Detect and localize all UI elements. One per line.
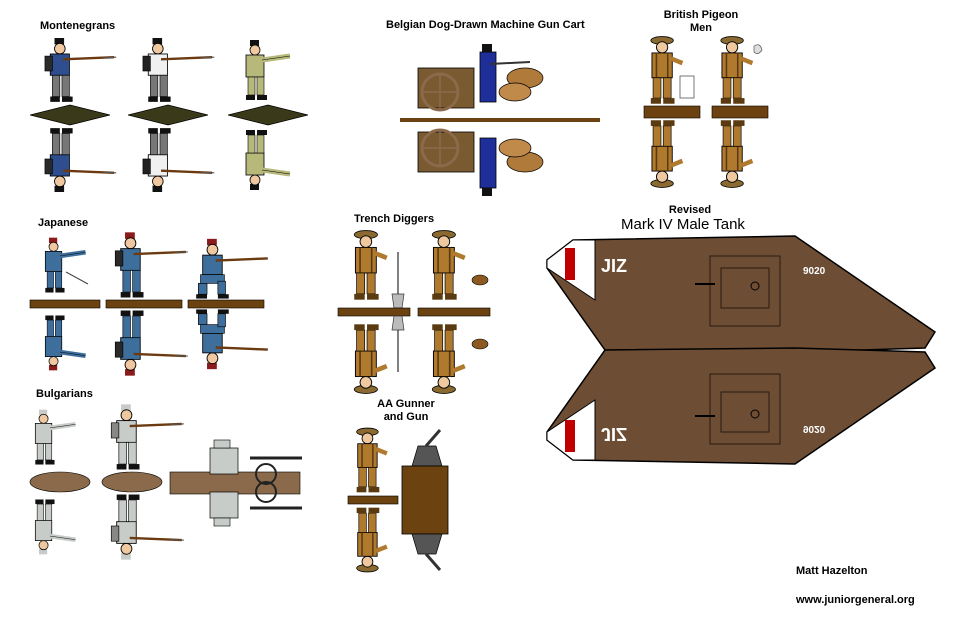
machine-gun-cart-icon <box>169 439 302 527</box>
soldier-figure-icon <box>187 237 270 371</box>
montenegrans-group <box>30 38 308 192</box>
label-author: Matt Hazelton <box>796 565 868 577</box>
label-montenegrans: Montenegrans <box>40 20 116 32</box>
label-japanese: Japanese <box>38 217 89 229</box>
soldier-figure-icon <box>643 37 701 188</box>
label-aa-line1: AA Gunner <box>377 398 435 410</box>
soldier-figure-icon <box>711 37 769 188</box>
label-website: www.juniorgeneral.org <box>796 594 915 606</box>
label-pigeon-line1: British Pigeon <box>663 9 739 21</box>
anti-aircraft-gun-icon <box>401 429 449 571</box>
soldier-figure-icon <box>337 231 411 394</box>
tank-serial-top: 9020 <box>803 266 826 277</box>
label-aa-gunner: AA Gunner and Gun <box>368 398 444 424</box>
bulgarians-group <box>29 403 302 561</box>
label-aa-line2: and Gun <box>383 411 429 423</box>
label-revised: Revised <box>668 204 712 216</box>
label-bulgarians: Bulgarians <box>36 388 93 400</box>
soldier-figure-icon <box>417 231 491 394</box>
soldier-figure-icon <box>30 38 118 192</box>
machine-gun-cart-icon <box>400 44 600 196</box>
tank-bottom-hull: JIZ 9020 <box>546 347 937 465</box>
soldier-figure-icon <box>101 403 184 561</box>
trench-diggers-group <box>337 230 491 390</box>
tank-side-code-top: JIZ <box>601 256 627 276</box>
tank-top-hull: JIZ 9020 <box>546 235 937 353</box>
cart-top <box>400 44 600 122</box>
label-belgian-cart: Belgian Dog-Drawn Machine Gun Cart <box>386 19 585 31</box>
soldier-figure-icon <box>105 232 188 376</box>
tank-side-code-bottom: JIZ <box>601 424 627 444</box>
tank-icon: JIZ 9020 JIZ 9020 <box>546 235 937 465</box>
pigeon-men-group <box>643 36 769 192</box>
label-pigeon-line2: Men <box>690 22 712 34</box>
soldier-figure-icon <box>228 40 308 190</box>
aa-gunner-group <box>347 426 449 586</box>
tank-serial-bottom: 9020 <box>803 423 826 434</box>
label-pigeon-men: British Pigeon Men <box>652 9 750 35</box>
soldier-figure-icon <box>128 38 216 192</box>
label-tank-title: Mark IV Male Tank <box>621 216 745 233</box>
label-trench-diggers: Trench Diggers <box>354 213 435 225</box>
soldier-figure-icon <box>29 410 91 555</box>
soldier-figure-icon <box>347 428 399 572</box>
soldier-figure-icon <box>29 238 101 371</box>
japanese-group <box>29 232 270 376</box>
